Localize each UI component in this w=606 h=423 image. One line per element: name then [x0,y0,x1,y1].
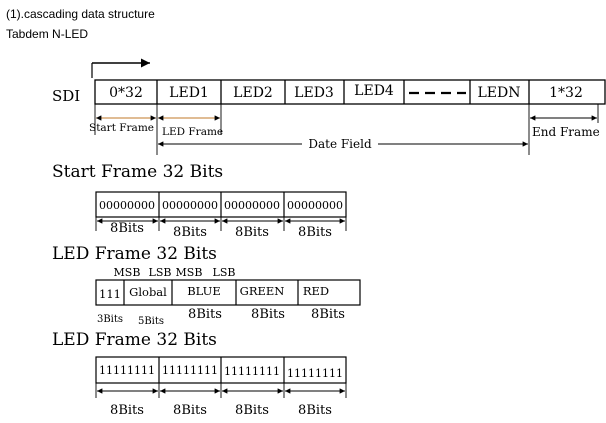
led-frame-header-bits: 111 [99,287,121,301]
bits-label: 8Bits [110,403,144,418]
start-frame-caption: Start Frame [89,122,154,134]
msb-label: MSB [176,266,203,279]
bits-label: 5Bits [138,316,164,327]
start-frame-byte: 00000000 [224,199,280,212]
sdi-label: SDI [52,87,80,105]
bits-label: 8Bits [311,307,345,322]
sdi-led3-cell: LED3 [294,85,334,101]
bits-label: 8Bits [110,221,144,236]
sdi-led1-cell: LED1 [169,85,209,101]
section-heading: (1).cascading data structure [6,7,155,21]
led-frame-title: LED Frame 32 Bits [52,244,217,264]
led-frame-caption: LED Frame [162,126,223,138]
ones-frame-byte: 11111111 [287,367,343,380]
msb-label: MSB [114,266,141,279]
led-frame-bits-row [95,279,361,306]
date-field-caption: Date Field [308,137,372,151]
led-frame-blue-cell: BLUE [187,284,221,298]
start-frame-byte: 00000000 [287,199,343,212]
sdi-start-frame-cell: 0*32 [109,85,143,101]
sdi-frame-row [94,79,606,105]
sdi-led2-cell: LED2 [233,85,273,101]
bits-label: 8Bits [235,225,269,240]
sdi-end-frame-cell: 1*32 [549,85,583,101]
lsb-label: LSB [149,266,172,279]
bits-label: 8Bits [298,225,332,240]
bits-label: 3Bits [97,314,123,325]
start-frame-byte: 00000000 [162,199,218,212]
bits-label: 8Bits [173,403,207,418]
ones-frame-byte: 11111111 [224,365,280,378]
sdi-led4-cell: LED4 [354,83,394,99]
bits-label: 8Bits [188,307,222,322]
led-frame-ones-title: LED Frame 32 Bits [52,330,217,350]
start-frame-byte: 00000000 [99,199,155,212]
led-frame-global-cell: Global [129,285,167,299]
bits-label: 8Bits [235,403,269,418]
end-frame-caption: End Frame [532,125,600,139]
ones-frame-byte: 11111111 [162,364,218,377]
ones-frame-byte: 11111111 [99,364,155,377]
section-subheading: Tabdem N-LED [6,27,89,41]
led-frame-red-cell: RED [303,284,329,298]
lsb-label: LSB [213,266,236,279]
bits-label: 8Bits [251,307,285,322]
led-frame-green-cell: GREEN [240,284,285,298]
bits-label: 8Bits [173,225,207,240]
sdi-ledn-cell: LEDN [478,85,521,101]
start-frame-title: Start Frame 32 Bits [52,162,223,182]
clock-start-arrow [91,58,150,78]
bits-label: 8Bits [298,403,332,418]
